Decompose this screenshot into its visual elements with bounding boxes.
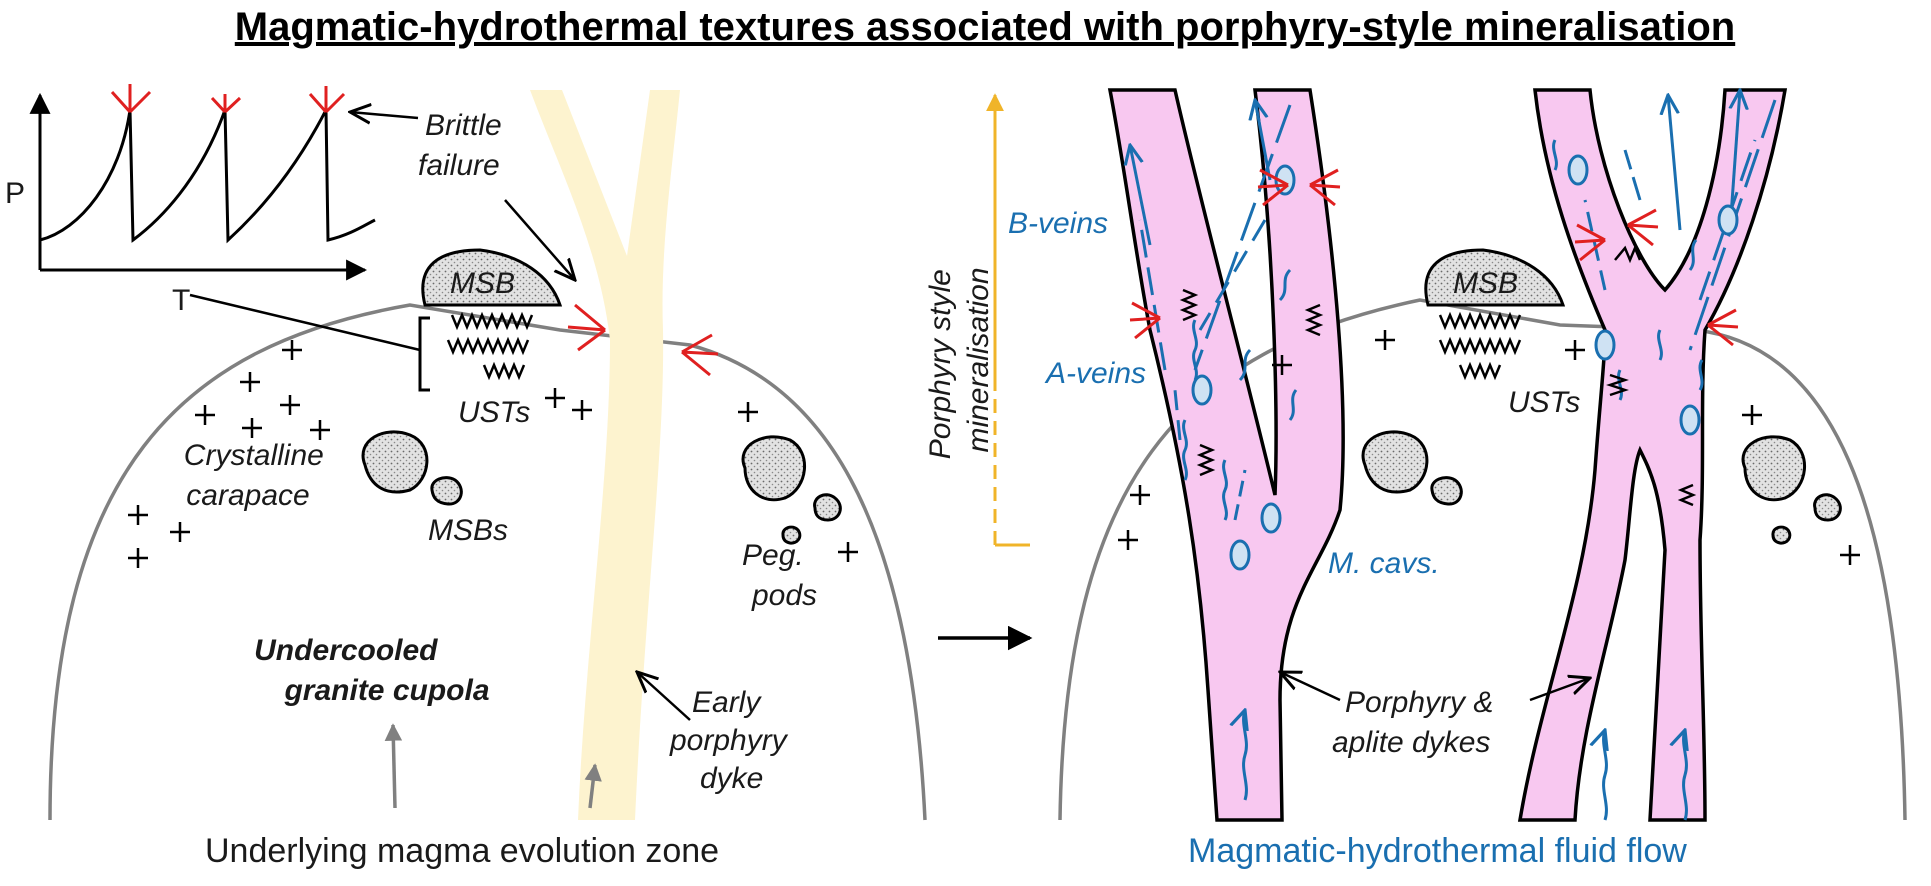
failure-mark [110, 84, 152, 114]
failure-mark [210, 94, 242, 114]
a-veins-label: A-veins [1044, 357, 1146, 390]
left-bottom-label: Underlying magma evolution zone [205, 832, 719, 870]
usts-triangles [446, 311, 534, 381]
porphyry-dyke [1517, 88, 1788, 822]
right-panel: Porphyry style mineralisation [924, 88, 1907, 870]
msb-label: MSB [450, 267, 515, 300]
pt-graph: P T [5, 84, 376, 317]
diagram-title: Magmatic-hydrothermal textures associate… [235, 5, 1735, 49]
crystal-plus-signs-right [1118, 330, 1860, 565]
m-cavities [1191, 154, 1739, 571]
dykes-label: Porphyry & aplite dykes [1332, 686, 1502, 759]
usts-triangles-right [1438, 311, 1522, 381]
dyke-failure-mark [1574, 223, 1606, 262]
msb-label-right: MSB [1453, 267, 1518, 300]
brittle-failure-label: Brittle failure [418, 109, 510, 182]
msbs-label: MSBs [428, 514, 508, 547]
peg-pod [741, 435, 806, 502]
early-porphyry-dyke [530, 90, 680, 820]
peg-pod [813, 493, 842, 522]
b-veins-label: B-veins [1008, 207, 1108, 240]
msb-blob [430, 476, 463, 506]
peg-pod [781, 525, 802, 545]
porphyry-dyke [1107, 88, 1345, 822]
msb-blob [1361, 430, 1429, 494]
peg-pod [1813, 493, 1842, 522]
peg-pod [1771, 525, 1792, 545]
dyke-source-arrow [584, 763, 602, 809]
brittle-failure-arrow [350, 112, 419, 118]
left-cupola-outline [48, 303, 927, 821]
peg-pod [1741, 435, 1806, 502]
pressure-curve [39, 109, 376, 244]
pt-graph-y-label: P [5, 177, 25, 210]
pt-graph-x-label: T [172, 284, 190, 317]
msb-blob [1424, 248, 1566, 307]
failure-mark [308, 86, 346, 114]
m-cavs-label: M. cavs. [1328, 547, 1440, 580]
cupola-arrow [384, 723, 403, 809]
dykes-arrow-left [1280, 672, 1341, 702]
dyke-failure-mark [1129, 301, 1161, 340]
usts-label-right: USTs [1508, 386, 1580, 419]
dyke-failure-mark [567, 303, 606, 352]
crystal-plus-signs [128, 340, 858, 568]
dyke-failure-mark [681, 333, 719, 377]
a-veins [1182, 139, 1704, 821]
msb-blob [421, 248, 563, 307]
brittle-failure-arrow [504, 199, 575, 280]
usts-triangles [1179, 244, 1697, 507]
dyke-failure-mark [1707, 308, 1739, 347]
right-cupola-outline [1058, 298, 1907, 821]
dyke-failure-mark [1627, 208, 1659, 247]
left-panel: P T Brittle failure MSB USTs [5, 84, 927, 870]
msb-blob [1430, 476, 1463, 506]
peg-pods-label: Peg. pods [742, 539, 817, 612]
msb-blob [361, 430, 429, 494]
early-dyke-arrow [637, 672, 691, 721]
usts-label: USTs [458, 396, 530, 429]
t-leader-line [189, 293, 421, 352]
mineralisation-axis-label: Porphyry style mineralisation [924, 261, 995, 459]
right-bottom-label: Magmatic-hydrothermal fluid flow [1188, 832, 1687, 870]
dykes-arrow-right [1529, 678, 1590, 702]
dyke-failure-mark [1257, 168, 1289, 207]
dyke-failure-mark [1309, 168, 1341, 207]
usts-bracket [418, 316, 430, 392]
crystalline-carapace-label: Crystalline carapace [184, 439, 332, 512]
early-dyke-label: Early porphyry dyke [669, 686, 795, 795]
cupola-label: Undercooled granite cupola [254, 634, 489, 707]
